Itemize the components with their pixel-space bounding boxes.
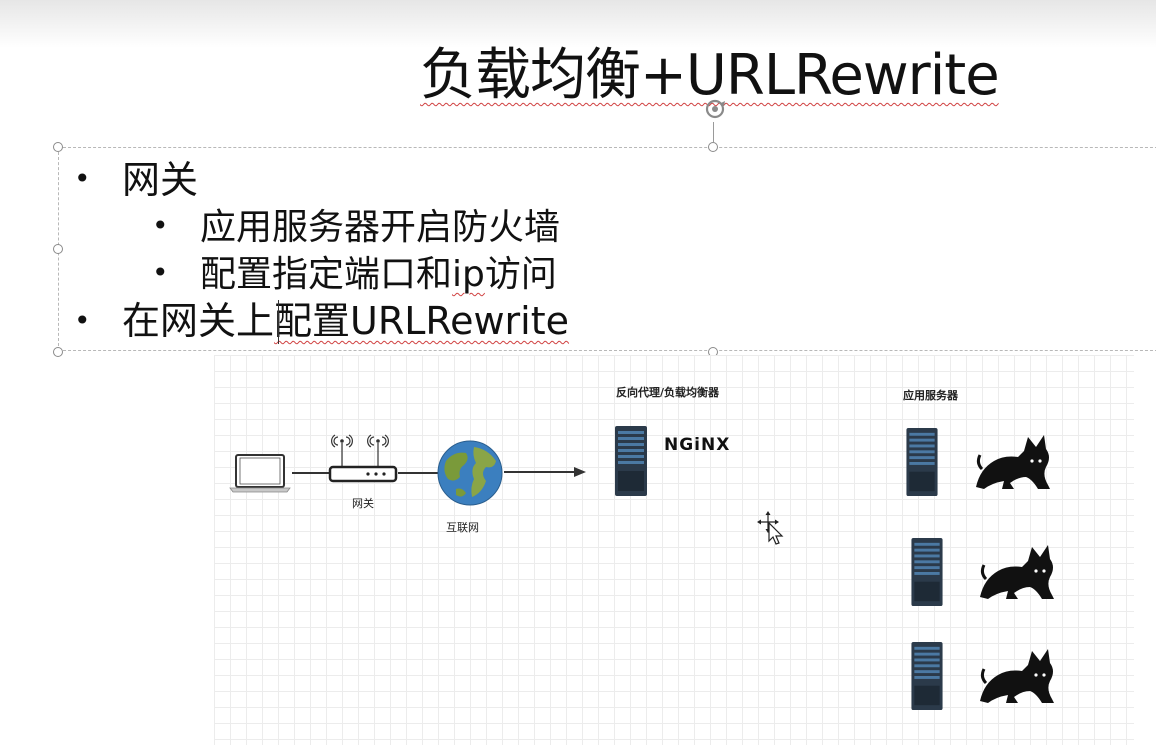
move-cursor-icon [757,511,784,545]
tomcat-cat-icon [980,545,1054,599]
tomcat-cat-icon [976,435,1050,489]
bullet-text: 配置指定端口和 [200,254,453,295]
bullet-text-spellcheck: 配置URLRewrite [274,299,570,343]
link-laptop-router [292,472,330,474]
bullet-item[interactable]: 配置指定端口和ip访问 [200,252,557,298]
text-caret [278,300,279,344]
slide-top-shadow [0,0,1156,48]
bullet-marker: • [152,256,169,289]
bullet-text-spellcheck: ip [452,254,485,295]
server-icon [911,537,943,607]
bullet-marker: • [152,209,169,242]
bullet-text: 访问 [484,254,557,295]
tomcat-cat-icon [980,649,1054,703]
bullet-marker: • [74,304,91,337]
server-icon [615,426,647,496]
link-router-internet [398,472,438,474]
bullet-item[interactable]: 网关 [122,157,198,203]
resize-handle-middle-left[interactable] [53,244,63,254]
server-icon [911,641,943,711]
proxy-title: 反向代理/负载均衡器 [616,386,720,399]
server-icon [906,427,938,497]
bullet-item[interactable]: 在网关上配置URLRewrite [122,298,569,344]
bullet-item[interactable]: 应用服务器开启防火墙 [200,205,560,251]
bullet-marker: • [74,162,91,195]
rotate-handle-connector [713,122,714,142]
bullet-text: 网关 [122,158,199,202]
resize-handle-top-center[interactable] [708,142,718,152]
resize-handle-top-left[interactable] [53,142,63,152]
bullet-text: 应用服务器开启防火墙 [200,207,561,248]
internet-label: 互联网 [446,521,479,534]
app-servers-title: 应用服务器 [903,389,958,402]
nginx-logo: NGiNX [664,435,731,455]
router-icon [328,434,398,483]
slide-title[interactable]: 负载均衡+URLRewrite [420,36,1000,116]
globe-icon [437,440,503,506]
architecture-diagram[interactable]: 网关 互联网 反向代理/负载均衡器 NGiNX 应用服务器 [214,355,1134,745]
bullet-text: 在网关上 [122,299,275,343]
laptop-icon [229,454,291,493]
resize-handle-bottom-left[interactable] [53,347,63,357]
gateway-label: 网关 [352,497,374,510]
rotate-handle-icon[interactable] [702,96,728,122]
slide-title-text: 负载均衡+URLRewrite [420,43,1000,108]
link-internet-proxy-arrow [504,467,586,477]
